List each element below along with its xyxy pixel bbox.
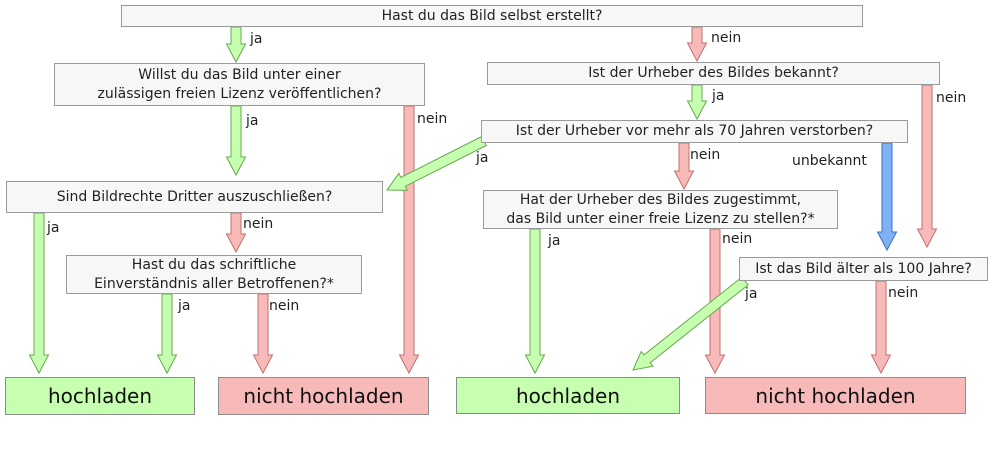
label-yes-author-known: ja xyxy=(712,88,725,104)
label-no-self-created: nein xyxy=(711,30,742,46)
outcome-upload-left: hochladen xyxy=(5,377,195,415)
arrow-author-known-no xyxy=(916,84,938,249)
question-self-created: Hast du das Bild selbst erstellt? xyxy=(121,5,863,27)
question-author-known-text: Ist der Urheber des Bildes bekannt? xyxy=(588,65,839,81)
label-yes-author-consent: ja xyxy=(548,233,561,249)
question-author-consent-line2: das Bild unter einer freie Lizenz zu ste… xyxy=(506,210,815,227)
label-yes-third-party: ja xyxy=(47,220,60,236)
question-free-license-line1: Willst du das Bild unter einer xyxy=(138,66,341,83)
question-author-consent-line1: Hat der Urheber des Bildes zugestimmt, xyxy=(519,191,802,208)
question-self-created-text: Hast du das Bild selbst erstellt? xyxy=(381,7,603,24)
label-no-author-consent: nein xyxy=(722,231,753,247)
question-free-license-line2: zulässigen freien Lizenz veröffentlichen… xyxy=(97,85,382,102)
label-yes-written-consent: ja xyxy=(178,298,191,314)
label-no-third-party: nein xyxy=(243,216,274,232)
arrow-free-license-yes xyxy=(225,105,247,177)
arrow-author-dead-no xyxy=(673,142,695,191)
question-author-dead-70-text: Ist der Urheber vor mehr als 70 Jahren v… xyxy=(515,123,874,139)
arrow-author-dead-unknown xyxy=(876,142,898,252)
question-written-consent-line2: Einverständnis aller Betroffenen?* xyxy=(94,275,334,292)
question-written-consent-line1: Hast du das schriftliche xyxy=(131,256,297,273)
label-no-free-license: nein xyxy=(417,111,448,127)
label-no-written-consent: nein xyxy=(269,298,300,314)
arrow-self-created-yes xyxy=(225,26,247,64)
label-yes-self-created: ja xyxy=(250,31,263,47)
label-yes-older-100: ja xyxy=(745,286,758,302)
arrow-author-dead-yes xyxy=(386,135,487,191)
outcome-no-upload-left: nicht hochladen xyxy=(218,377,429,415)
arrow-author-known-yes xyxy=(686,84,708,121)
arrow-written-consent-no xyxy=(252,293,274,375)
outcome-no-upload-right: nicht hochladen xyxy=(705,377,966,414)
question-author-consent: Hat der Urheber des Bildes zugestimmt, d… xyxy=(483,190,838,229)
arrow-free-license-no xyxy=(398,105,420,375)
question-third-party-rights: Sind Bildrechte Dritter auszuschließen? xyxy=(6,181,383,213)
arrow-author-consent-yes xyxy=(524,228,546,375)
question-free-license: Willst du das Bild unter einer zulässige… xyxy=(54,63,425,106)
label-yes-author-dead: ja xyxy=(476,150,489,166)
question-author-known: Ist der Urheber des Bildes bekannt? xyxy=(487,62,940,85)
label-yes-free-license: ja xyxy=(246,113,259,129)
arrow-self-created-no xyxy=(686,26,708,63)
arrow-third-party-yes xyxy=(28,212,50,375)
arrow-older-100-no xyxy=(870,280,892,375)
arrow-older-100-yes xyxy=(632,276,749,371)
label-no-author-dead: nein xyxy=(690,147,721,163)
label-no-author-known: nein xyxy=(936,90,967,106)
outcome-upload-right: hochladen xyxy=(456,377,680,414)
label-unknown-author-dead: unbekannt xyxy=(792,153,867,169)
question-older-100: Ist das Bild älter als 100 Jahre? xyxy=(739,257,988,281)
question-author-dead-70: Ist der Urheber vor mehr als 70 Jahren v… xyxy=(481,120,908,143)
question-written-consent: Hast du das schriftliche Einverständnis … xyxy=(66,255,362,294)
question-third-party-rights-text: Sind Bildrechte Dritter auszuschließen? xyxy=(56,188,333,205)
arrow-third-party-no xyxy=(225,212,247,254)
arrow-written-consent-yes xyxy=(156,293,178,375)
label-no-older-100: nein xyxy=(888,285,919,301)
question-older-100-text: Ist das Bild älter als 100 Jahre? xyxy=(755,260,972,277)
